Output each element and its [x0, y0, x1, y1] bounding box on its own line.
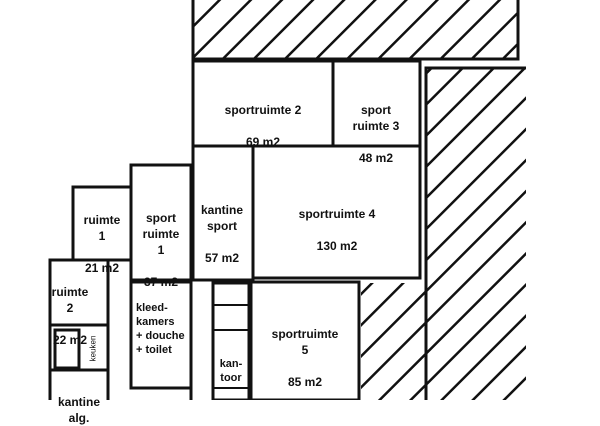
room-area: 48 m2: [358, 151, 394, 165]
room-outline-keuken: [53, 328, 81, 370]
room-label-ruimte-2: ruimte 2 22 m2: [50, 268, 90, 348]
room-outline-sportruimte-5: [249, 280, 361, 400]
room-label-kantine-alg: kantine alg.: [50, 378, 108, 426]
room-label-sportruimte-4: sportruimte 4 130 m2: [262, 190, 412, 254]
room-area: 21 m2: [84, 261, 120, 275]
room-label-kantine-sport: kantine sport 57 m2: [193, 186, 251, 266]
room-area: 85 m2: [287, 375, 323, 389]
room-name: sportruimte 4: [298, 207, 376, 221]
room-area: 69 m2: [245, 135, 281, 149]
room-area: 57 m2: [204, 251, 240, 265]
room-name: sportruimte 5: [271, 327, 339, 357]
room-area: 37 m2: [143, 275, 179, 289]
room-name: kleed- kamers + douche + toilet: [136, 302, 185, 356]
room-name: ruimte 2: [51, 285, 89, 315]
room-outline-sportruimte-1: [129, 163, 193, 282]
room-name: sport ruimte 3: [352, 103, 400, 133]
room-name: sport ruimte 1: [142, 211, 180, 257]
room-label-ruimte-1: ruimte 1 21 m2: [73, 196, 131, 276]
room-label-kleedkamers: kleed- kamers + douche + toilet: [136, 287, 192, 357]
room-name: kan- toor: [219, 358, 243, 384]
room-label-sportruimte-5: sportruimte 5 85 m2: [255, 310, 355, 390]
hatched-area-top: [193, 0, 518, 59]
hatched-area-right: [426, 68, 526, 400]
room-label-kantoor: kan- toor: [213, 343, 249, 385]
room-label-sportruimte-3: sport ruimte 3 48 m2: [336, 86, 416, 166]
wall-top-block: [191, 0, 520, 61]
hatched-area-bottom-middle: [361, 283, 425, 400]
room-area: 130 m2: [316, 239, 358, 253]
room-label-sportruimte-1: sport ruimte 1 37 m2: [131, 194, 191, 290]
room-name: sportruimte 2: [224, 103, 302, 117]
corridor-strip: [211, 281, 251, 400]
room-label-keuken: keuken: [88, 335, 98, 362]
wall-right-block: [424, 66, 526, 400]
room-outline-sportruimte-4: [251, 144, 422, 280]
room-name: kantine sport: [200, 203, 243, 233]
room-name: ruimte 1: [83, 213, 121, 243]
floor-plan: [48, 0, 526, 400]
room-area: 22 m2: [52, 333, 88, 347]
room-label-sportruimte-2: sportruimte 2 69 m2: [203, 86, 323, 150]
room-outline-ruimte-2: [48, 258, 110, 327]
